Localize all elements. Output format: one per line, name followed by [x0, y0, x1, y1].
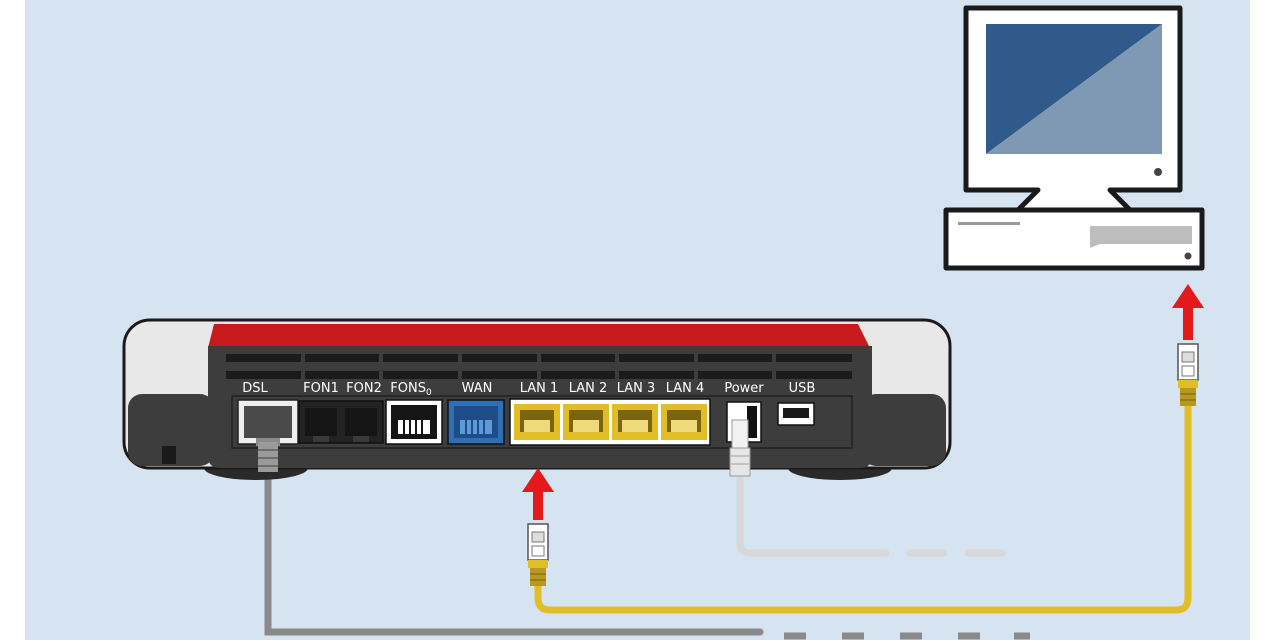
drive-bay — [1090, 226, 1192, 248]
port-panel — [231, 395, 853, 449]
monitor-screen-light — [986, 24, 1162, 154]
fon-ports — [298, 400, 384, 444]
port-label-usb: USB — [789, 381, 816, 396]
port-label-fon1: FON1 — [303, 381, 339, 396]
port-label-fons-sub: 0 — [426, 388, 432, 398]
router-vents — [226, 352, 852, 380]
lan-cable — [534, 401, 1192, 614]
port-label-lan3: LAN 3 — [617, 381, 656, 396]
port-label-fons-main: FONS — [390, 381, 426, 396]
port-label-dsl: DSL — [242, 381, 268, 396]
usb-port — [777, 402, 815, 426]
port-label-lan1: LAN 1 — [520, 381, 559, 396]
port-label-fons: FONS0 — [390, 381, 432, 398]
power-cable — [736, 471, 890, 557]
lock-slot — [162, 446, 176, 464]
lan2-port — [563, 404, 609, 440]
lan4-port — [661, 404, 707, 440]
dsl-cable — [264, 466, 764, 636]
port-label-lan4: LAN 4 — [666, 381, 705, 396]
computer-icon — [943, 5, 1205, 271]
up-arrow-icon — [522, 468, 554, 520]
dsl-port — [237, 399, 299, 446]
monitor-led — [1154, 168, 1162, 176]
router-endcap-right — [862, 394, 946, 466]
router-endcap-left — [128, 394, 214, 466]
port-label-power: Power — [724, 381, 764, 396]
up-arrow-icon — [1172, 284, 1204, 340]
port-label-wan: WAN — [462, 381, 493, 396]
port-label-fon2: FON2 — [346, 381, 382, 396]
lan3-port — [612, 404, 658, 440]
power-plug — [729, 419, 751, 477]
ethernet-plug-icon — [527, 523, 549, 586]
router-icon: DSL FON1 FON2 FONS0 WAN LAN 1 LAN 2 LAN … — [122, 318, 952, 480]
ethernet-plug-icon — [1177, 343, 1199, 406]
wan-port — [447, 399, 505, 445]
dsl-plug — [258, 442, 278, 472]
router-top-red — [208, 324, 870, 348]
lan1-port — [514, 404, 560, 440]
case-slot — [958, 222, 1020, 225]
lan-ports — [509, 398, 711, 446]
fons-port — [385, 399, 443, 445]
port-label-lan2: LAN 2 — [569, 381, 608, 396]
case-led — [1184, 252, 1192, 260]
